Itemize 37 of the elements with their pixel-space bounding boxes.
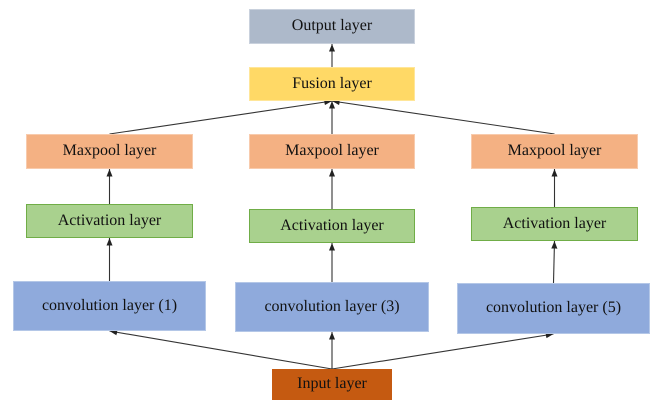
arrow [328,332,336,369]
arrow [109,99,332,135]
convolution-layer-box [235,282,429,332]
layer-label: Output layer [290,17,374,36]
layer-label: Activation layer [279,216,385,236]
arrow [551,240,558,284]
layer-label: Activation layer [56,212,162,230]
arrow [551,169,558,207]
layer-label: convolution layer (1) [40,296,178,316]
layer-label: convolution layer (5) [484,299,622,318]
activation-layer-box [26,204,193,238]
layer-label: Maxpool layer [62,142,158,161]
arrow [332,99,555,135]
convolution-layer-box [457,283,650,334]
arrow [328,101,336,134]
output-layer-box [249,9,415,44]
layer-label: Input layer [296,375,368,394]
arrow [106,169,113,204]
fusion-layer-box [249,67,415,101]
layer-label: Activation layer [502,214,608,234]
input-layer-box [272,369,392,400]
arrow [328,44,336,67]
arrow [328,169,336,209]
activation-layer-box [249,209,415,243]
activation-layer-box [471,207,638,241]
arrow [328,243,336,282]
layer-label: Fusion layer [291,74,373,94]
maxpool-layer-box [249,134,415,169]
layer-label: Maxpool layer [284,142,380,161]
maxpool-layer-box [26,134,193,169]
arrow [332,332,554,370]
convolution-layer-box [13,281,206,331]
maxpool-layer-box [471,134,638,169]
arrow [106,238,113,281]
layer-label: convolution layer (3) [263,298,401,316]
arrow [109,329,332,370]
layer-label: Maxpool layer [506,142,602,161]
